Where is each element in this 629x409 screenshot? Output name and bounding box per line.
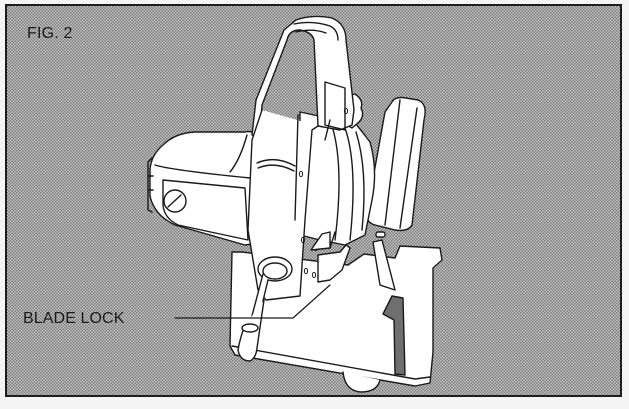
upper-blade-guard [365, 96, 426, 232]
lower-guard-lever [372, 231, 396, 291]
blade-lock-lever [310, 231, 351, 283]
blade-lock-leader-line [174, 284, 331, 319]
cord-strain-relief [237, 256, 293, 362]
figure-label: FIG. 2 [27, 25, 73, 42]
motor-housing [147, 130, 261, 246]
blade-lock-callout: BLADE LOCK [23, 310, 125, 327]
motor-face [299, 111, 376, 246]
handle [247, 15, 355, 301]
